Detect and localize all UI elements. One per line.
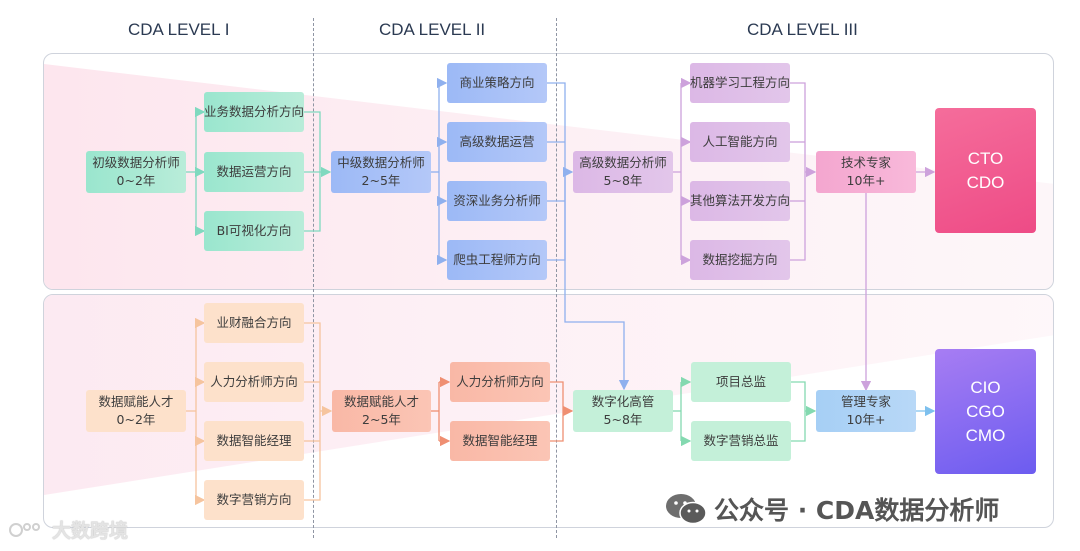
direction-node: 人力分析师方向 — [204, 362, 304, 402]
exec-title: CDO — [966, 172, 1005, 192]
cio-cgo-cmo-node: CIO CGO CMO — [935, 349, 1036, 474]
node-title: 初级数据分析师 — [92, 155, 180, 170]
level-2-title: CDA LEVEL II — [379, 20, 486, 39]
empowerment-mid-node: 数据赋能人才 2~5年 — [332, 390, 431, 432]
direction-node: 机器学习工程方向 — [690, 63, 790, 103]
direction-node: 高级数据运营 — [447, 122, 547, 162]
level-3-title: CDA LEVEL III — [747, 20, 858, 39]
direction-node: 业财融合方向 — [204, 303, 304, 343]
direction-node: 数据智能经理 — [204, 421, 304, 461]
direction-node: 人工智能方向 — [690, 122, 790, 162]
direction-node: 项目总监 — [691, 362, 791, 402]
node-title: 管理专家 — [840, 394, 891, 409]
node-years: 5~8年 — [603, 173, 643, 188]
tech-expert-node: 技术专家 10年+ — [816, 151, 916, 193]
node-title: 数字化高管 — [591, 394, 655, 409]
direction-node: 资深业务分析师 — [447, 181, 547, 221]
node-years: 10年+ — [846, 412, 886, 427]
exec-title: CTO — [967, 148, 1004, 168]
exec-title: CGO — [966, 401, 1005, 421]
node-years: 2~5年 — [362, 412, 401, 427]
level-divider — [556, 18, 557, 538]
node-title: 数据赋能人才 — [343, 394, 419, 409]
node-title: 数据赋能人才 — [98, 394, 174, 409]
corner-logo-icon — [9, 522, 40, 537]
direction-node: 数据智能经理 — [450, 421, 550, 461]
node-years: 2~5年 — [361, 173, 401, 188]
direction-node: 业务数据分析方向 — [204, 92, 304, 132]
corner-watermark-text: 大数跨境 — [52, 520, 129, 542]
direction-node: 商业策略方向 — [447, 63, 547, 103]
node-years: 10年+ — [846, 173, 886, 188]
direction-node: 数据挖掘方向 — [690, 240, 790, 280]
node-title: 高级数据分析师 — [579, 155, 667, 170]
direction-node: 其他算法开发方向 — [690, 181, 790, 221]
direction-node: BI可视化方向 — [204, 211, 304, 251]
node-title: 中级数据分析师 — [337, 155, 425, 170]
level-1-title: CDA LEVEL I — [128, 20, 230, 39]
direction-node: 数字营销总监 — [691, 421, 791, 461]
exec-title: CIO — [970, 377, 1001, 397]
level-divider — [313, 18, 314, 538]
corner-watermark: 大数跨境 — [8, 516, 128, 543]
empowerment-junior-node: 数据赋能人才 0~2年 — [86, 390, 186, 432]
management-expert-node: 管理专家 10年+ — [816, 390, 916, 432]
senior-analyst-node: 高级数据分析师 5~8年 — [573, 151, 673, 193]
direction-node: 爬虫工程师方向 — [447, 240, 547, 280]
wechat-icon — [666, 494, 707, 525]
node-title: 技术专家 — [840, 155, 891, 170]
node-years: 5~8年 — [603, 412, 643, 427]
mid-analyst-node: 中级数据分析师 2~5年 — [331, 151, 431, 193]
node-years: 0~2年 — [116, 173, 156, 188]
direction-node: 数据运营方向 — [204, 152, 304, 192]
exec-title: CMO — [965, 425, 1006, 445]
direction-node: 数字营销方向 — [204, 480, 304, 520]
cto-cdo-node: CTO CDO — [935, 108, 1036, 233]
junior-analyst-node: 初级数据分析师 0~2年 — [86, 151, 186, 193]
wechat-watermark: 公众号 · CDA数据分析师 — [664, 491, 999, 527]
wechat-account-text: 公众号 · CDA数据分析师 — [714, 496, 1000, 525]
digital-executive-node: 数字化高管 5~8年 — [573, 390, 673, 432]
node-years: 0~2年 — [116, 412, 156, 427]
direction-node: 人力分析师方向 — [450, 362, 550, 402]
